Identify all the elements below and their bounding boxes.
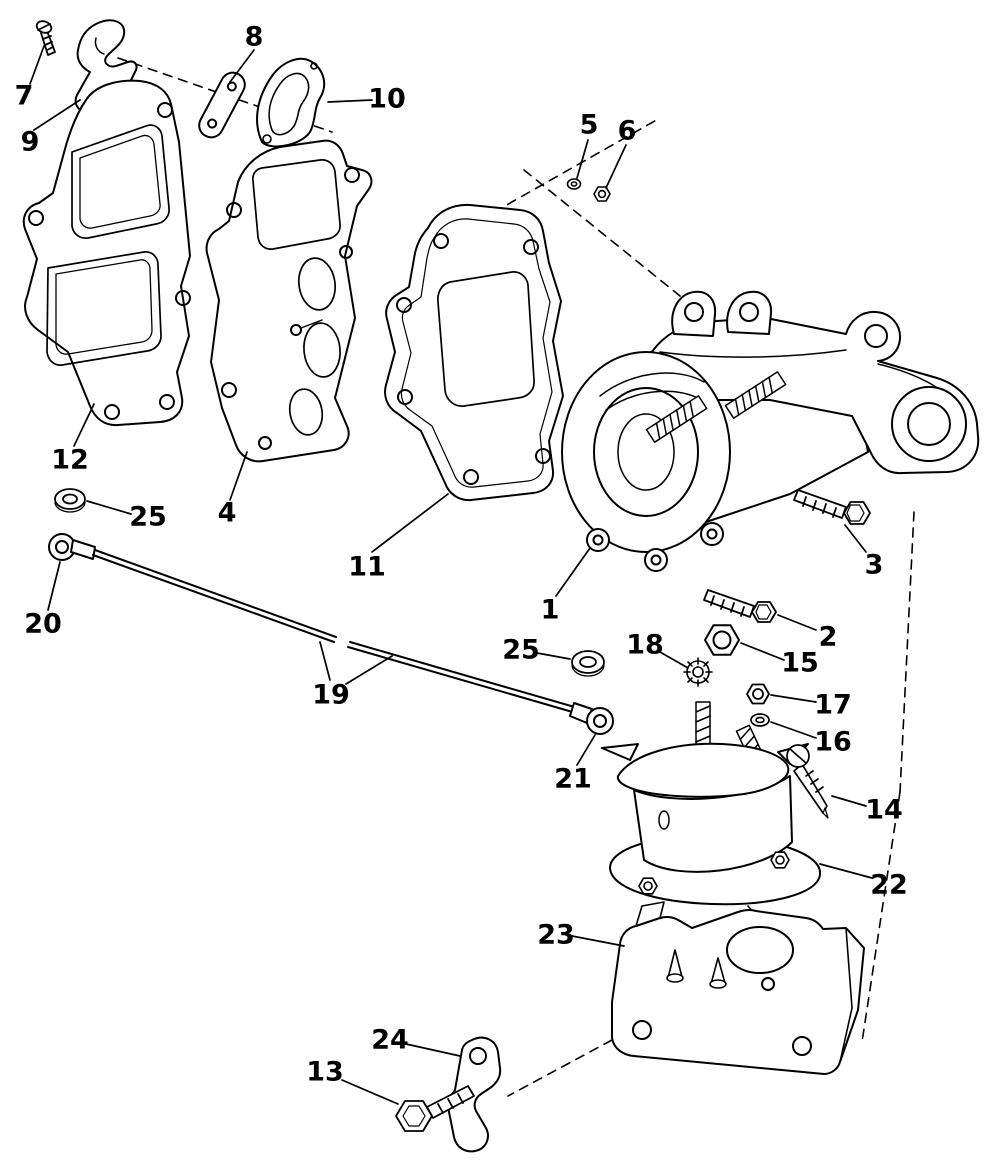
part-bolt-2	[703, 589, 777, 623]
part-washer-25b	[571, 650, 605, 677]
solenoid-cap	[616, 742, 790, 798]
part-bolt-13	[395, 1085, 475, 1132]
bracket-pin-right	[709, 957, 727, 989]
part-ring-terminal-21	[569, 702, 614, 735]
callout-15: 15	[781, 648, 819, 679]
part-plate-8	[198, 71, 246, 139]
callout-20: 20	[24, 609, 62, 640]
callout-2: 2	[819, 622, 838, 653]
part-washer-25a	[54, 488, 86, 513]
callout-22: 22	[870, 870, 908, 901]
callout-12: 12	[51, 445, 89, 476]
callout-25a: 25	[129, 502, 167, 533]
part-lockwasher-18	[683, 657, 713, 687]
part-washer-5	[566, 178, 582, 190]
callout-19: 19	[312, 680, 350, 711]
part-manifold-1	[561, 290, 980, 572]
manifold-flange-lobes	[586, 522, 724, 572]
callout-14: 14	[865, 795, 903, 826]
callout-13: 13	[306, 1057, 344, 1088]
part-ring-terminal-20	[48, 533, 96, 561]
callout-7: 7	[15, 81, 34, 112]
part-screw-7	[35, 20, 56, 56]
callout-5: 5	[580, 110, 599, 141]
part-gasket-11	[384, 203, 564, 502]
callout-23: 23	[537, 920, 575, 951]
solenoid-mount-screw-right	[770, 851, 790, 869]
callout-18: 18	[626, 630, 664, 661]
callout-16: 16	[814, 727, 852, 758]
callout-24: 24	[371, 1025, 409, 1056]
callout-6: 6	[618, 116, 637, 147]
callout-1: 1	[541, 595, 560, 626]
part-gasket-10	[256, 57, 326, 148]
manifold-stud-front	[645, 395, 708, 443]
callout-9: 9	[21, 127, 40, 158]
solenoid-mount-screw-left	[638, 877, 658, 895]
callout-25b: 25	[502, 635, 540, 666]
callout-10: 10	[368, 84, 406, 115]
solenoid-body	[633, 775, 793, 873]
part-washer-16	[750, 713, 770, 727]
callout-labels: 7 9 8 10 5 6 12 4 25 11 1 3 20 2 15 18 2…	[15, 22, 908, 1088]
part-plate-4	[205, 139, 373, 463]
part-bracket-23	[610, 901, 865, 1075]
bracket-pin-left	[666, 949, 684, 983]
part-clamp-24	[447, 1036, 502, 1153]
callout-3: 3	[865, 550, 884, 581]
callout-11: 11	[348, 552, 386, 583]
callout-8: 8	[245, 22, 264, 53]
part-cable-19	[48, 533, 614, 735]
part-nut-15	[704, 624, 740, 656]
part-nut-17	[746, 683, 770, 705]
manifold-stud-rear	[724, 371, 787, 419]
callout-21: 21	[554, 764, 592, 795]
callout-4: 4	[218, 498, 237, 529]
callout-17: 17	[814, 690, 852, 721]
part-gasket-12	[22, 79, 191, 427]
part-bolt-3	[793, 489, 871, 525]
solenoid-cap-left-tab	[601, 743, 639, 761]
part-screw-14	[786, 744, 829, 819]
part-solenoid-22	[601, 701, 822, 906]
part-nut-6	[593, 186, 611, 202]
leader-lines	[29, 45, 873, 1105]
